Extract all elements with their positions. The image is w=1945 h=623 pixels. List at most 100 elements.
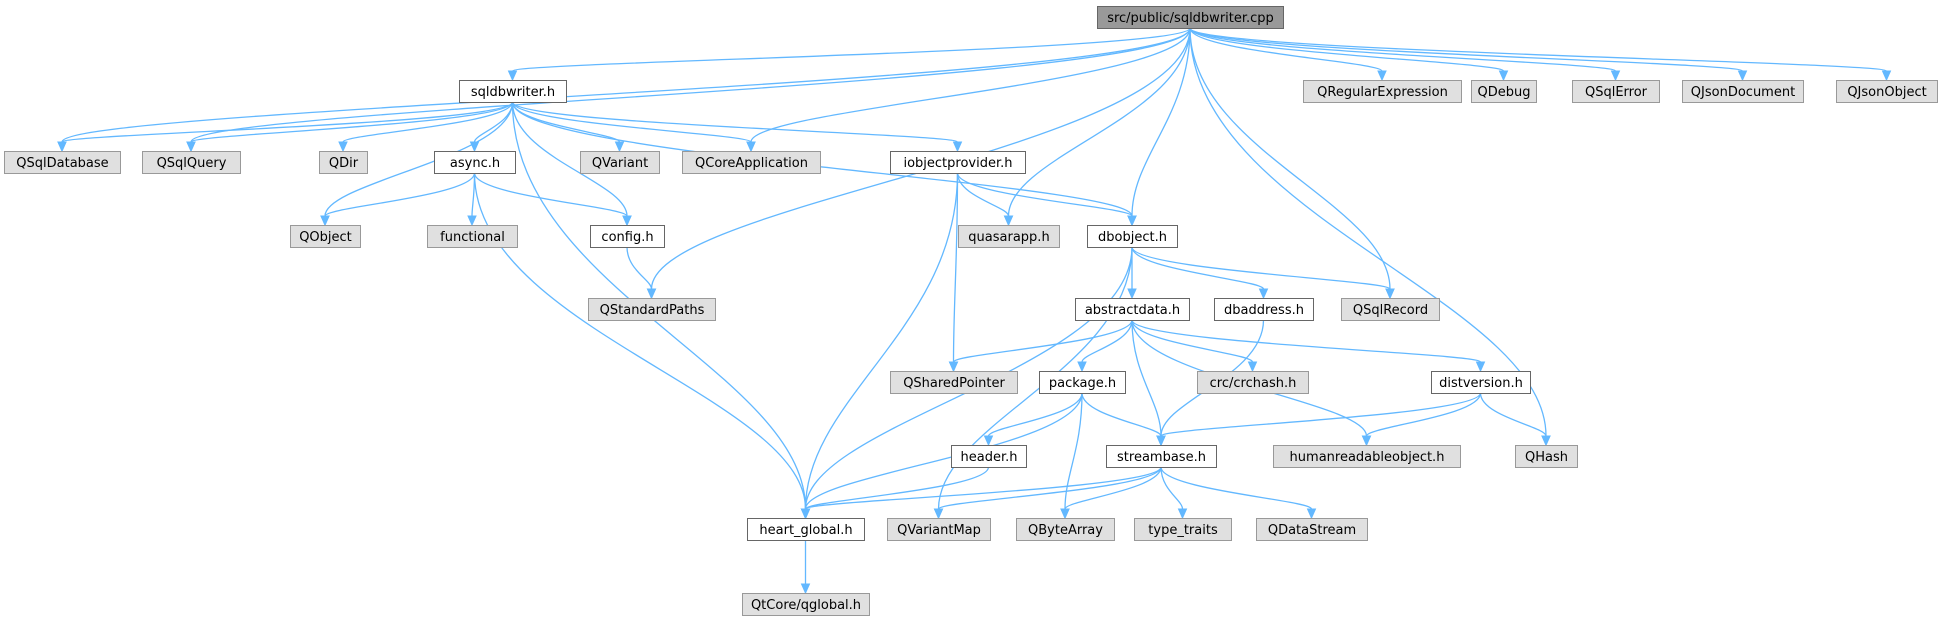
edge-abstractdata-to-crchash <box>1131 319 1258 373</box>
edge-line <box>324 172 476 217</box>
edge-arrowhead <box>646 288 657 300</box>
node-box <box>682 151 821 174</box>
node-box <box>4 151 121 174</box>
edge-line <box>190 101 514 143</box>
node-label: iobjectprovider.h <box>903 156 1012 171</box>
node-qregularexpression: QRegularExpression <box>1303 80 1462 103</box>
edge-streambase-to-qbytearray <box>1060 466 1162 520</box>
edge-streambase-to-qvariantmap <box>933 466 1162 520</box>
edge-arrowhead <box>1060 508 1070 520</box>
node-box <box>290 225 361 248</box>
edge-iobjectprovider-to-heart-global <box>800 172 959 520</box>
node-qbytearray: QByteArray <box>1016 518 1115 541</box>
edge-arrowhead <box>1258 288 1269 300</box>
edge-line <box>1131 319 1254 363</box>
node-qtcore-qglobal-h: QtCore/qglobal.h <box>742 593 870 616</box>
edge-async-to-config <box>473 172 632 227</box>
edge-line <box>1189 27 1617 72</box>
node-qvariant: QVariant <box>580 151 660 174</box>
edge-streambase-to-type-traits <box>1160 466 1188 520</box>
edge-line <box>937 246 1133 510</box>
node-box <box>1039 371 1126 394</box>
node-box <box>1197 371 1309 394</box>
edge-package-to-header <box>983 392 1083 447</box>
node-box <box>1836 80 1938 103</box>
node-heart-global-h[interactable]: heart_global.h <box>747 518 865 541</box>
edge-streambase-to-qdatastream <box>1160 466 1317 520</box>
edge-arrowhead <box>800 583 811 595</box>
node-label: QJsonDocument <box>1691 85 1795 100</box>
edge-root-to-qdebug <box>1189 27 1509 82</box>
node-abstractdata-h[interactable]: abstractdata.h <box>1075 298 1190 321</box>
edge-line <box>1081 392 1162 437</box>
node-streambase-h[interactable]: streambase.h <box>1106 445 1217 468</box>
node-label: QSqlDatabase <box>16 156 108 171</box>
node-label: QSqlRecord <box>1353 303 1428 318</box>
node-box <box>1341 298 1440 321</box>
edge-arrowhead <box>622 215 632 227</box>
node-box <box>580 151 660 174</box>
edge-line <box>324 101 514 217</box>
edge-arrowhead <box>1377 70 1387 82</box>
node-box <box>1214 298 1314 321</box>
edge-dbobject-to-qsqlrecord <box>1131 246 1395 300</box>
node-label: QSharedPointer <box>903 376 1005 391</box>
node-label: QByteArray <box>1028 523 1103 538</box>
node-iobjectprovider-h[interactable]: iobjectprovider.h <box>890 151 1026 174</box>
node-package-h[interactable]: package.h <box>1039 371 1126 394</box>
node-sqldbwriter-h[interactable]: sqldbwriter.h <box>459 80 567 103</box>
node-config-h[interactable]: config.h <box>590 225 665 248</box>
edge-arrowhead <box>952 141 963 153</box>
edge-root-to-qregularexpression <box>1189 27 1387 82</box>
node-async-h[interactable]: async.h <box>434 151 516 174</box>
edge-sqldbwriter-to-qsqlquery <box>186 101 514 153</box>
node-box <box>1097 6 1284 29</box>
edge-arrowhead <box>1475 361 1486 373</box>
node-src-public-sqldbwriter-cpp[interactable]: src/public/sqldbwriter.cpp <box>1097 6 1284 29</box>
node-header-h[interactable]: header.h <box>951 445 1027 468</box>
node-box <box>1087 225 1178 248</box>
node-box <box>742 593 870 616</box>
edge-line <box>750 27 1191 143</box>
edge-line <box>1189 27 1888 72</box>
node-dbaddress-h[interactable]: dbaddress.h <box>1214 298 1314 321</box>
node-box <box>142 151 241 174</box>
edge-config-to-qstandardpaths <box>626 246 657 300</box>
node-humanreadableobject-h: humanreadableobject.h <box>1273 445 1461 468</box>
edge-line <box>1189 27 1744 72</box>
node-box <box>1431 371 1531 394</box>
node-distversion-h[interactable]: distversion.h <box>1431 371 1531 394</box>
node-box <box>1075 298 1190 321</box>
edge-line <box>1131 319 1482 363</box>
node-box <box>427 225 518 248</box>
edge-root-to-qsqldatabase <box>57 27 1191 153</box>
node-qobject: QObject <box>290 225 361 248</box>
node-dbobject-h[interactable]: dbobject.h <box>1087 225 1178 248</box>
node-type-traits: type_traits <box>1134 518 1232 541</box>
edge-arrowhead <box>320 215 330 227</box>
node-box <box>1134 518 1232 541</box>
edge-line <box>937 466 1162 510</box>
node-label: type_traits <box>1148 523 1218 538</box>
edge-arrowhead <box>800 508 811 520</box>
edge-line <box>511 101 807 510</box>
node-box <box>1572 80 1660 103</box>
edge-line <box>987 392 1083 437</box>
edge-line <box>804 172 959 510</box>
edge-line <box>1189 27 1383 72</box>
node-label: distversion.h <box>1439 376 1523 391</box>
edge-line <box>61 101 514 143</box>
node-box <box>890 151 1026 174</box>
node-label: QJsonObject <box>1847 85 1926 100</box>
edge-root-to-qsqlrecord <box>1189 27 1395 300</box>
node-qhash: QHash <box>1515 445 1578 468</box>
node-box <box>1273 445 1461 468</box>
node-label: sqldbwriter.h <box>471 85 555 100</box>
node-qcoreapplication: QCoreApplication <box>682 151 821 174</box>
edge-arrowhead <box>933 508 944 520</box>
node-box <box>951 445 1027 468</box>
node-label: QSqlError <box>1585 85 1648 100</box>
node-box <box>588 298 716 321</box>
node-box <box>590 225 665 248</box>
